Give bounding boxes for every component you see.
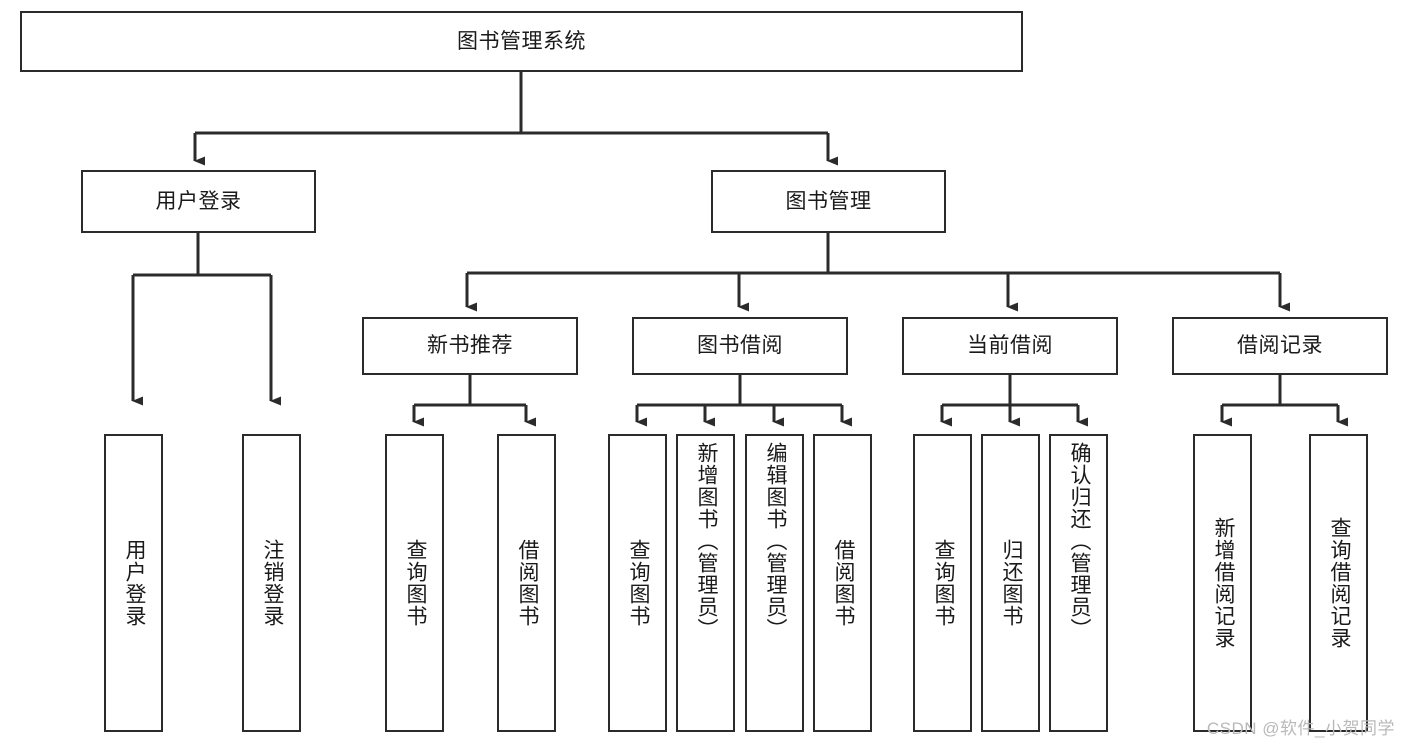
node-label: 查询图书 <box>931 539 955 627</box>
node-label: 确认归还（管理员） <box>1067 442 1091 640</box>
node-user-login[interactable]: 用户登录 <box>81 170 316 233</box>
node-root-system[interactable]: 图书管理系统 <box>20 11 1023 72</box>
node-label: 查询借阅记录 <box>1327 517 1351 649</box>
node-label: 图书管理系统 <box>457 29 586 53</box>
node-label: 新书推荐 <box>427 334 513 358</box>
node-label: 图书管理 <box>785 189 872 213</box>
node-label: 新增图书（管理员） <box>694 442 718 640</box>
node-label: 用户登录 <box>122 539 146 627</box>
node-label: 新增借阅记录 <box>1211 517 1235 649</box>
node-label: 当前借阅 <box>967 334 1053 358</box>
node-leaf-add-record[interactable]: 新增借阅记录 <box>1193 434 1252 732</box>
node-label: 图书借阅 <box>697 334 783 358</box>
node-label: 查询图书 <box>626 539 650 627</box>
node-leaf-user-login[interactable]: 用户登录 <box>104 434 163 732</box>
node-label: 归还图书 <box>999 539 1023 627</box>
node-new-book-recommend[interactable]: 新书推荐 <box>362 317 578 375</box>
node-label: 用户登录 <box>155 189 242 213</box>
node-leaf-borrow-book-2[interactable]: 借阅图书 <box>813 434 872 732</box>
node-label: 借阅图书 <box>515 539 539 627</box>
node-leaf-logout-login[interactable]: 注销登录 <box>242 434 301 732</box>
node-leaf-borrow-book-1[interactable]: 借阅图书 <box>497 434 556 732</box>
node-leaf-query-book-3[interactable]: 查询图书 <box>913 434 972 732</box>
node-leaf-add-book[interactable]: 新增图书（管理员） <box>676 434 735 732</box>
node-book-manage[interactable]: 图书管理 <box>711 170 946 233</box>
node-leaf-confirm-return[interactable]: 确认归还（管理员） <box>1049 434 1108 732</box>
node-current-borrow[interactable]: 当前借阅 <box>902 317 1118 375</box>
node-label: 查询图书 <box>403 539 427 627</box>
node-leaf-query-book-2[interactable]: 查询图书 <box>608 434 667 732</box>
node-leaf-edit-book[interactable]: 编辑图书（管理员） <box>745 434 804 732</box>
node-label: 借阅记录 <box>1237 334 1323 358</box>
node-label: 注销登录 <box>260 539 284 627</box>
node-leaf-return-book[interactable]: 归还图书 <box>981 434 1040 732</box>
node-leaf-query-book-1[interactable]: 查询图书 <box>385 434 444 732</box>
node-leaf-query-record[interactable]: 查询借阅记录 <box>1309 434 1368 732</box>
node-borrow-record[interactable]: 借阅记录 <box>1172 317 1388 375</box>
node-book-borrow[interactable]: 图书借阅 <box>632 317 848 375</box>
node-label: 借阅图书 <box>831 539 855 627</box>
node-label: 编辑图书（管理员） <box>763 442 787 640</box>
